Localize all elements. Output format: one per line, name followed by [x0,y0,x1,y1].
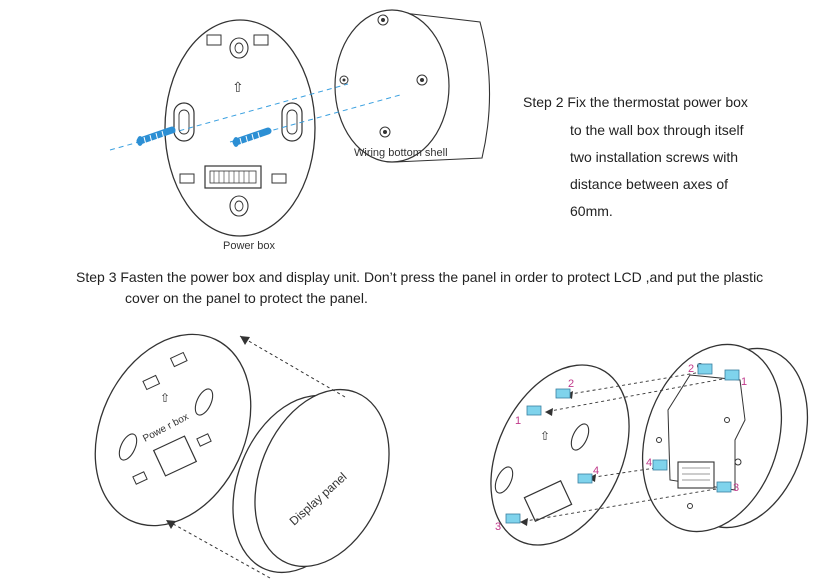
step3-left-arrows [165,335,346,579]
screw-right [232,127,272,147]
step3-right-power-box: ⇧ [490,364,630,546]
svg-text:⇧: ⇧ [540,429,550,443]
step3-clips [505,363,740,524]
clip-number: 3 [495,521,501,533]
clip-number: 4 [646,457,652,469]
step3-display-panel [232,376,390,574]
clip-number: 3 [733,482,739,494]
screw-axes [109,83,401,151]
step3-clip-numbers: 2 1 4 3 2 1 4 3 [495,363,747,533]
step2-line: 60mm. [570,203,613,219]
clip-number: 4 [593,465,599,477]
power-box-plate: ⇧ [164,19,316,237]
clip-number: 2 [568,378,574,390]
svg-text:⇧: ⇧ [232,80,244,96]
step2-line: Step 2 Fix the thermostat power box [523,94,748,110]
svg-text:⇧: ⇧ [160,391,170,405]
step3-right-back-unit [641,343,809,533]
step2-line: two installation screws with [570,149,739,165]
wiring-bottom-shell-caption: Wiring bottom shell [354,147,448,159]
step3-line: Step 3 Fasten the power box and display … [76,269,764,285]
power-box-caption: Power box [223,240,275,252]
step3-line: cover on the panel to protect the panel. [125,290,368,306]
clip-number: 1 [741,376,747,388]
clip-number: 2 [688,363,694,375]
screw-left [136,126,176,146]
wiring-bottom-shell [334,9,491,163]
clip-number: 1 [515,415,521,427]
step2-line: to the wall box through itself [570,122,744,138]
step3-left-power-box: ⇧ [94,333,252,527]
step2-line: distance between axes of [570,176,728,192]
